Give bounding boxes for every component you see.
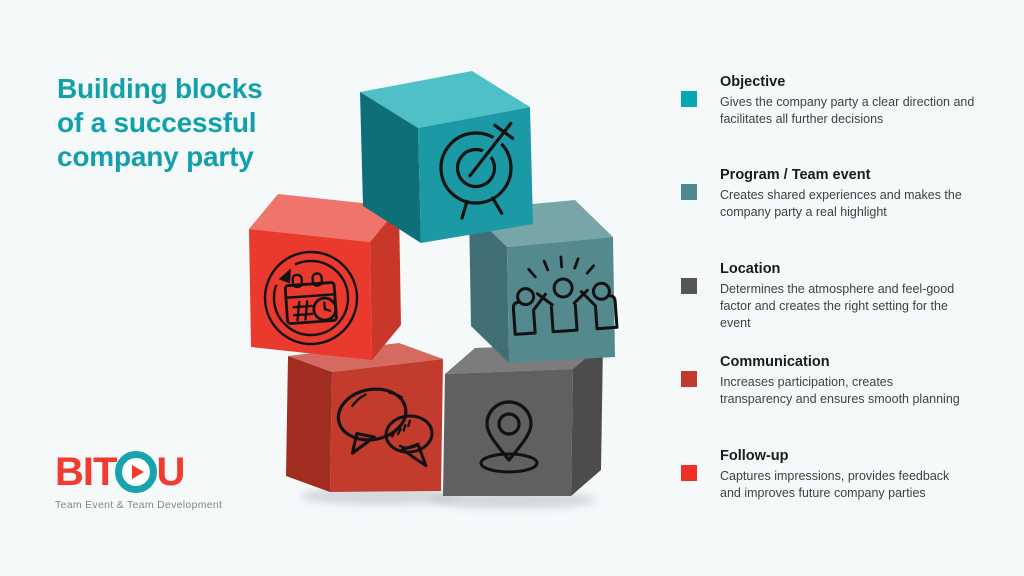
legend-item-communication: Communication Increases participation, c… [681,354,993,408]
legend-item-program: Program / Team event Creates shared expe… [681,167,993,221]
play-triangle-icon [131,465,144,479]
team-highfive-icon [511,255,619,336]
logo-text-right: U [156,450,185,494]
followup-color-swatch [681,465,697,481]
legend-item-objective: Objective Gives the company party a clea… [681,74,993,128]
location-pin-icon [479,400,539,474]
play-circle-icon [115,451,158,493]
legend-item-title: Follow-up [720,448,789,464]
cube-location [443,343,603,496]
legend-item-description: Captures impressions, provides feedback … [720,469,950,500]
building-blocks-illustration [249,71,619,509]
legend-item-followup: Follow-up Captures impressions, provides… [681,448,993,502]
objective-color-swatch [681,91,697,107]
program-color-swatch [681,184,697,200]
legend-item-description: Determines the atmosphere and feel-good … [720,282,955,330]
legend-item-title: Location [720,261,781,277]
legend-item-description: Increases participation, creates transpa… [720,375,960,406]
legend-item-description: Gives the company party a clear directio… [720,95,975,126]
legend-item-title: Program / Team event [720,167,871,183]
calendar-refresh-icon [263,250,359,346]
target-icon [439,121,515,220]
logo-text-left: BIT [55,450,117,494]
cube-objective [360,71,533,243]
communication-color-swatch [681,371,697,387]
bitou-logo: BIT U Team Event & Team Development [55,450,222,511]
cube-communication [286,343,443,492]
legend-item-description: Creates shared experiences and makes the… [720,188,962,219]
legend-item-title: Communication [720,354,830,370]
cube-followup [249,194,401,360]
page-title: Building blocks of a successful company … [57,73,263,172]
logo-tagline: Team Event & Team Development [55,499,223,511]
location-color-swatch [681,278,697,294]
chat-bubbles-icon [336,387,434,468]
legend: Objective Gives the company party a clea… [681,0,993,576]
legend-item-title: Objective [720,74,786,90]
legend-item-location: Location Determines the atmosphere and f… [681,261,993,332]
